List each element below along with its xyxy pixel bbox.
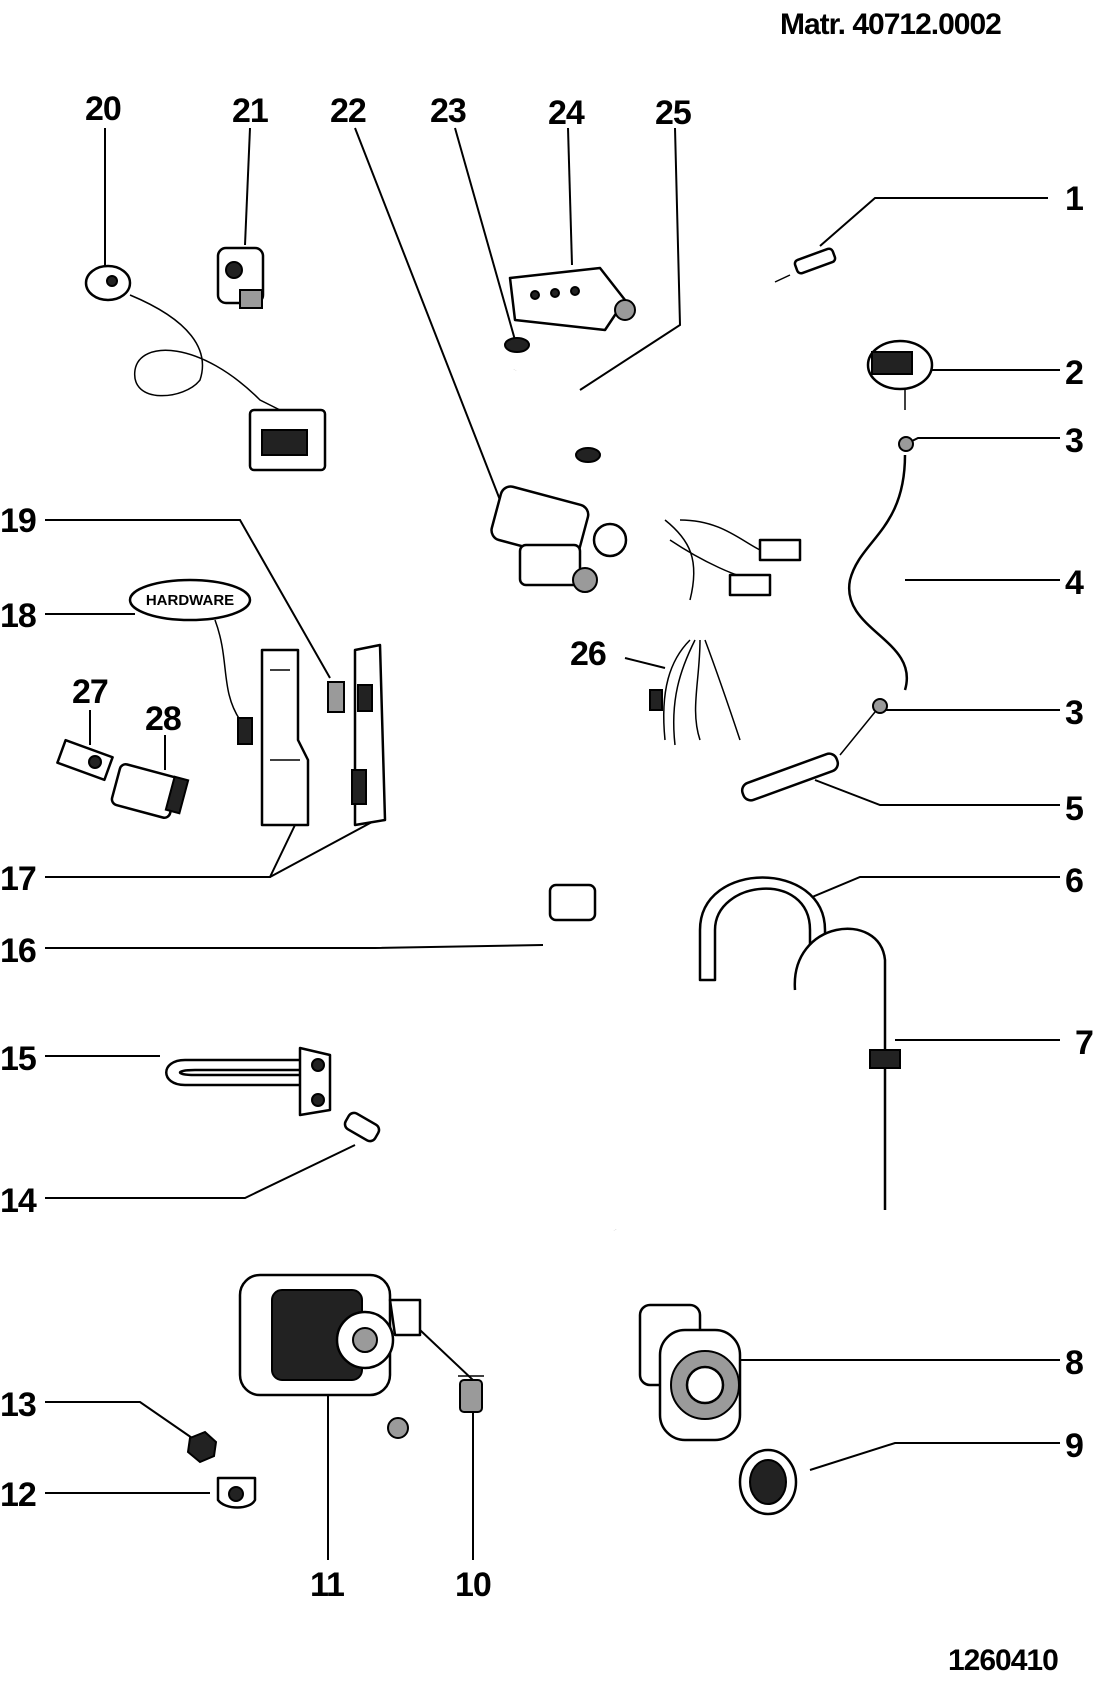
leader-17 bbox=[45, 824, 296, 878]
leader-6 bbox=[804, 876, 1060, 901]
callout-1: 1 bbox=[1065, 180, 1083, 218]
part-5-air-chamber bbox=[740, 711, 876, 802]
part-9-pump-filter bbox=[738, 1448, 798, 1516]
part-21-door-lock bbox=[216, 246, 265, 309]
leader-lines bbox=[45, 127, 1060, 1560]
part-4-pressure-hose bbox=[847, 454, 909, 691]
callout-5: 5 bbox=[1065, 790, 1083, 828]
material-number: Matr. 40712.0002 bbox=[780, 8, 1002, 41]
part-3-clamp-top bbox=[898, 436, 914, 452]
callout-14: 14 bbox=[0, 1182, 37, 1220]
part-1-sensor-pin bbox=[774, 247, 837, 283]
callout-27: 27 bbox=[72, 673, 108, 711]
part-14-thermostat bbox=[343, 1111, 381, 1143]
callout-10: 10 bbox=[455, 1566, 491, 1604]
part-2-pressure-switch bbox=[866, 339, 934, 410]
part-12-clip bbox=[216, 1476, 257, 1509]
callout-8: 8 bbox=[1065, 1344, 1083, 1382]
leader-10 bbox=[419, 1329, 474, 1560]
part-26-wiring-harness bbox=[649, 519, 802, 746]
callout-6: 6 bbox=[1065, 862, 1083, 900]
part-19-control-board bbox=[327, 643, 387, 827]
callout-7: 7 bbox=[1075, 1024, 1093, 1062]
leader-5 bbox=[814, 779, 1060, 806]
part-10-screw bbox=[458, 1375, 484, 1413]
leader-22 bbox=[354, 127, 501, 501]
callout-4: 4 bbox=[1065, 564, 1084, 602]
part-27-connector bbox=[56, 738, 114, 782]
callout-16: 16 bbox=[0, 932, 36, 970]
callout-13: 13 bbox=[0, 1386, 36, 1424]
part-25-hose bbox=[509, 369, 601, 463]
callout-11: 11 bbox=[310, 1566, 344, 1604]
callout-26: 26 bbox=[570, 635, 606, 673]
drawing-number: 1260410 bbox=[948, 1644, 1059, 1677]
part-7-drain-hose bbox=[793, 927, 901, 1210]
leader-26 bbox=[624, 657, 666, 669]
callout-12: 12 bbox=[0, 1476, 36, 1514]
callout-numbers: 1 2 3 4 3 5 6 7 8 9 19 18 17 16 15 14 13… bbox=[0, 90, 1094, 1604]
part-28-filter bbox=[110, 763, 190, 819]
callout-22: 22 bbox=[330, 92, 366, 130]
leader-9 bbox=[809, 1442, 1060, 1471]
part-22-inlet-valve bbox=[490, 485, 628, 593]
callout-20: 20 bbox=[85, 90, 121, 128]
leader-3a bbox=[909, 437, 1060, 443]
callout-18: 18 bbox=[0, 597, 36, 635]
part-3-clamp-bottom bbox=[872, 698, 888, 714]
callout-25: 25 bbox=[655, 94, 691, 132]
part-8-drain-pump bbox=[638, 1303, 742, 1442]
leader-21 bbox=[244, 127, 251, 246]
part-13-nut bbox=[186, 1430, 218, 1464]
callout-15: 15 bbox=[0, 1040, 36, 1078]
part-11-motor bbox=[238, 1273, 422, 1439]
callout-19: 19 bbox=[0, 502, 36, 540]
leader-19 bbox=[45, 519, 331, 679]
part-23-clamp bbox=[504, 337, 530, 353]
part-16-internal-hose bbox=[548, 883, 622, 1232]
part-17-board-holder bbox=[260, 648, 310, 827]
callout-28: 28 bbox=[145, 700, 181, 738]
leader-23 bbox=[454, 127, 516, 341]
callout-23: 23 bbox=[430, 92, 466, 130]
callout-3a: 3 bbox=[1065, 422, 1083, 460]
hardware-label: HARDWARE bbox=[146, 592, 234, 609]
callout-9: 9 bbox=[1065, 1427, 1083, 1465]
callout-21: 21 bbox=[232, 92, 268, 130]
callout-24: 24 bbox=[548, 94, 585, 132]
leader-14 bbox=[45, 1144, 356, 1199]
callout-17: 17 bbox=[0, 860, 36, 898]
part-15-heating-element bbox=[165, 1046, 332, 1117]
part-18-hardware-kit: HARDWARE bbox=[128, 578, 253, 745]
callout-2: 2 bbox=[1065, 354, 1083, 392]
callout-3b: 3 bbox=[1065, 694, 1083, 732]
leader-13 bbox=[45, 1401, 196, 1441]
leader-25 bbox=[579, 127, 682, 391]
leader-16 bbox=[45, 944, 544, 949]
leader-24 bbox=[567, 127, 573, 266]
part-20-power-cord bbox=[84, 264, 327, 472]
leader-17b bbox=[269, 814, 386, 878]
part-24-dispenser bbox=[508, 266, 636, 332]
leader-1 bbox=[819, 197, 1048, 247]
